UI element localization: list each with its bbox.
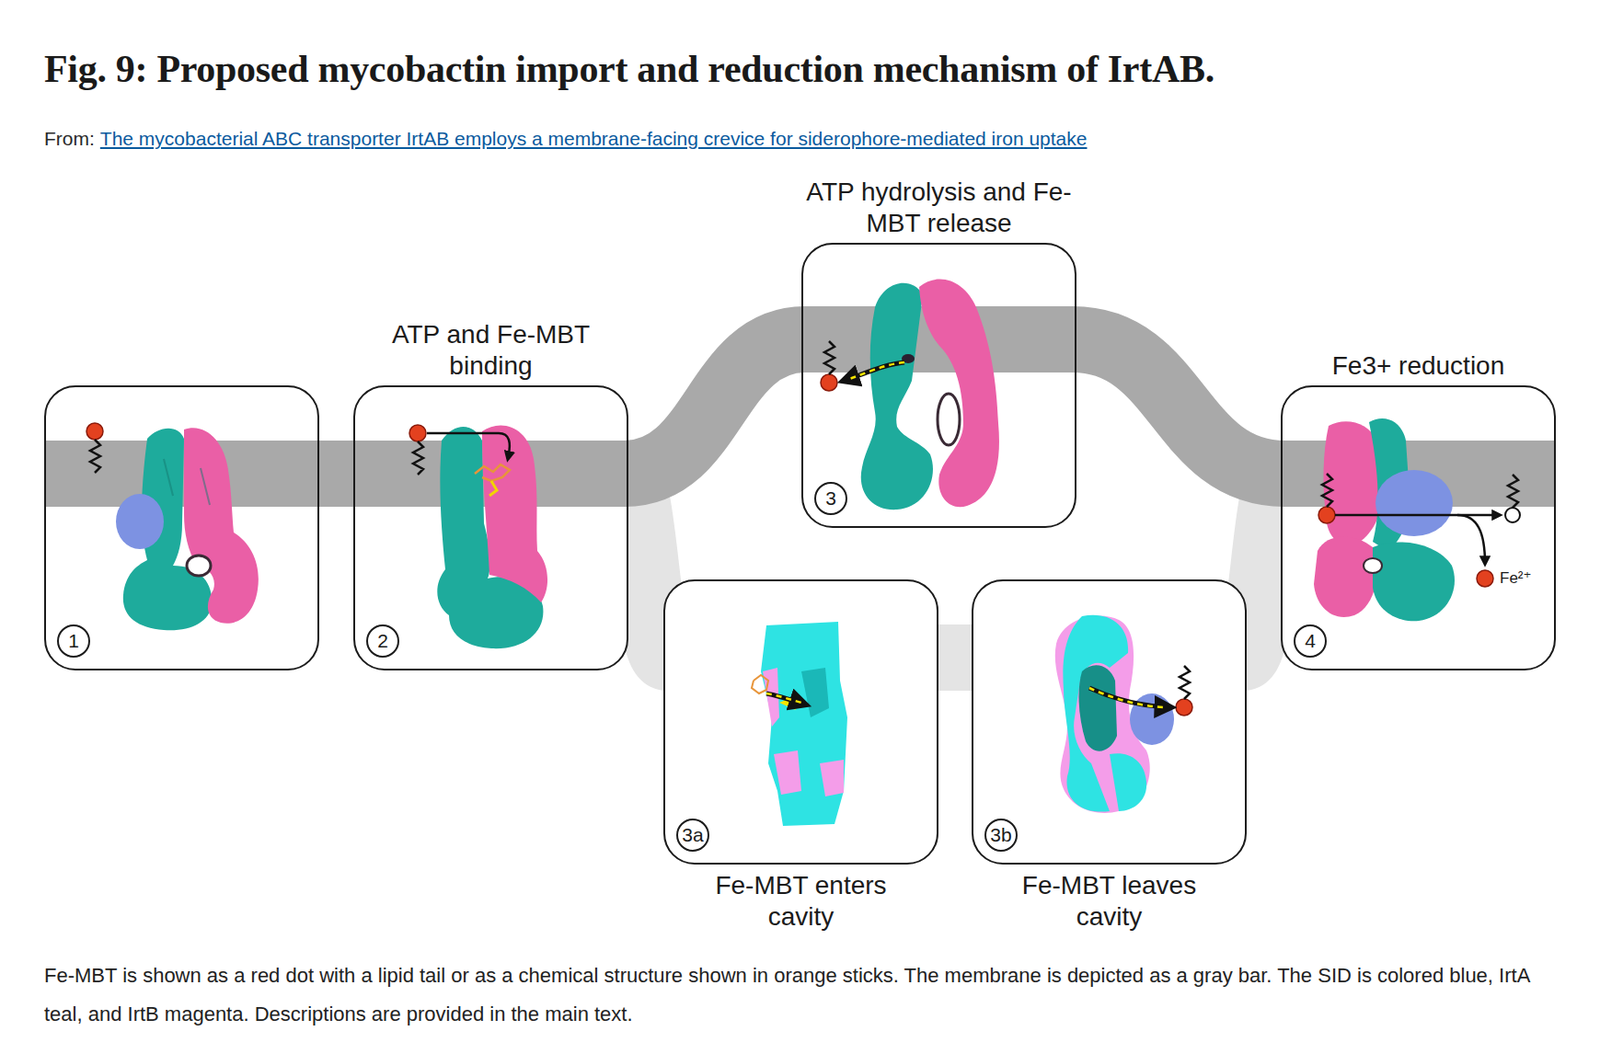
illustration-part bbox=[819, 759, 844, 797]
callout-number: 3b bbox=[984, 818, 1018, 852]
illustration-part bbox=[184, 427, 259, 623]
illustration-part bbox=[1313, 536, 1378, 617]
illustration-part bbox=[1505, 507, 1520, 523]
panel-box: ATP hydrolysis and Fe-MBT release3 bbox=[801, 242, 1077, 529]
panel-box: 1 bbox=[44, 385, 320, 671]
illustration-part bbox=[1372, 541, 1455, 622]
illustration-part bbox=[824, 341, 835, 375]
illustration-part bbox=[1079, 665, 1117, 752]
ion-label: Fe²⁺ bbox=[1499, 569, 1531, 588]
illustration-part bbox=[766, 693, 802, 703]
illustration-part bbox=[115, 494, 164, 550]
illustration-part bbox=[353, 385, 629, 671]
illustration-part bbox=[766, 693, 806, 705]
illustration-part bbox=[90, 439, 101, 473]
protein-slice-3a bbox=[751, 621, 848, 827]
illustration-part bbox=[474, 464, 510, 482]
illustration-part bbox=[1089, 688, 1165, 708]
callout-number: 1 bbox=[57, 624, 91, 658]
panel-box: 3bFe-MBT leaves cavity bbox=[971, 579, 1247, 865]
illustration-part bbox=[413, 441, 424, 475]
panel-heading: Fe-MBT leaves cavity bbox=[999, 870, 1221, 933]
illustration-part bbox=[186, 555, 211, 576]
illustration-part bbox=[409, 425, 426, 442]
figure-caption: Fe-MBT is shown as a red dot with a lipi… bbox=[44, 956, 1563, 1035]
illustration-part bbox=[1089, 688, 1171, 708]
illustration-part bbox=[849, 362, 905, 380]
membrane-connector bbox=[934, 624, 976, 691]
illustration-part bbox=[44, 385, 320, 671]
membrane-connector bbox=[315, 440, 357, 507]
panel-heading: Fe3+ reduction bbox=[1280, 350, 1557, 382]
protein-panel-2 bbox=[409, 425, 548, 649]
illustration-part bbox=[1457, 515, 1485, 565]
panel-box: 3aFe-MBT enters cavity bbox=[663, 579, 939, 865]
illustration-part bbox=[1175, 699, 1193, 716]
membrane-connector bbox=[1072, 339, 1285, 474]
illustration-part bbox=[1318, 506, 1336, 524]
protein-slice-3b bbox=[1055, 615, 1193, 814]
illustration-part bbox=[861, 283, 933, 510]
illustration-part bbox=[760, 621, 848, 827]
illustration-part bbox=[751, 675, 769, 694]
illustration-part bbox=[773, 750, 802, 795]
source-line: From:The mycobacterial ABC transporter I… bbox=[44, 126, 1087, 152]
panel-box: ATP and Fe-MBT binding2 bbox=[353, 385, 629, 671]
illustration-part bbox=[482, 425, 548, 603]
protein-panel-1 bbox=[86, 423, 259, 631]
source-link: The mycobacterial ABC transporter IrtAB … bbox=[100, 127, 1088, 150]
illustration-part bbox=[801, 242, 1077, 529]
illustration-part bbox=[1476, 570, 1494, 588]
illustration-part bbox=[489, 481, 497, 496]
source-label: From: bbox=[44, 127, 95, 150]
illustration-part bbox=[843, 362, 905, 381]
illustration-part bbox=[426, 433, 510, 460]
panel-heading: ATP and Fe-MBT binding bbox=[362, 319, 621, 382]
membrane-connector bbox=[624, 339, 806, 474]
panel-box: Fe3+ reduction4 bbox=[1280, 385, 1556, 671]
illustration-part bbox=[801, 667, 829, 718]
illustration-part bbox=[86, 423, 104, 440]
illustration-part bbox=[1375, 470, 1453, 537]
panel-heading: ATP hydrolysis and Fe-MBT release bbox=[801, 176, 1078, 240]
panel-ground bbox=[44, 242, 1556, 865]
illustration-part bbox=[1335, 514, 1500, 518]
figure-title: Fig. 9: Proposed mycobactin import and r… bbox=[44, 46, 1215, 93]
illustration-part bbox=[1322, 473, 1333, 507]
illustration-part bbox=[919, 278, 1000, 507]
protein-panel-3 bbox=[820, 278, 1000, 510]
callout-number: 4 bbox=[1293, 624, 1327, 658]
illustration-part bbox=[1109, 753, 1147, 812]
illustration-part bbox=[820, 374, 838, 392]
illustration-part bbox=[937, 393, 960, 446]
illustration-part bbox=[163, 459, 210, 506]
illustration-part bbox=[1280, 385, 1556, 671]
illustration-part bbox=[663, 579, 939, 865]
protein-panel-4 bbox=[1313, 418, 1520, 622]
callout-number: 3 bbox=[814, 482, 848, 516]
illustration-part bbox=[1179, 666, 1190, 700]
illustration-part bbox=[971, 579, 1247, 865]
illustration-part bbox=[1363, 558, 1382, 574]
panel-heading: Fe-MBT enters cavity bbox=[690, 870, 912, 933]
illustration-part bbox=[1507, 474, 1519, 508]
callout-number: 3a bbox=[676, 818, 710, 852]
callout-number: 2 bbox=[366, 624, 400, 658]
